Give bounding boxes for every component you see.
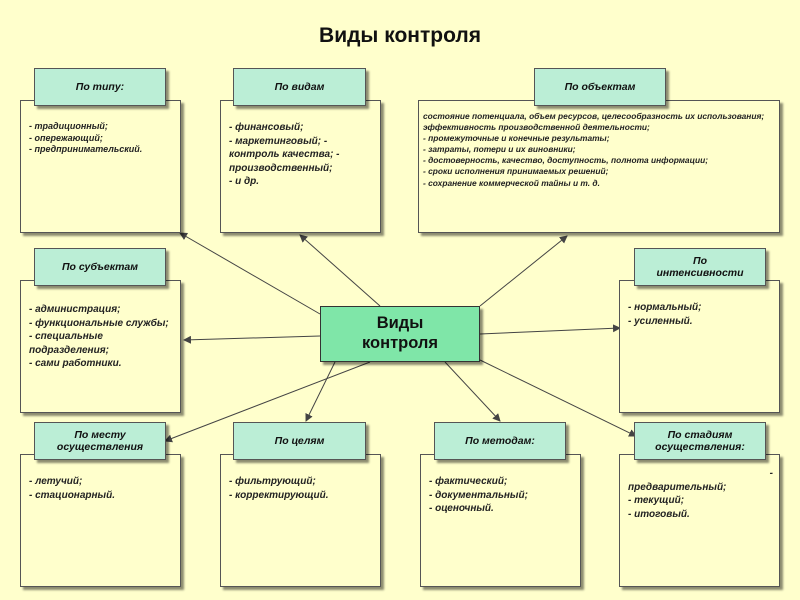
box-place: - летучий; - стационарный. bbox=[20, 454, 181, 587]
list-stages: - предварительный; - текущий; - итоговый. bbox=[628, 467, 773, 521]
list-item: - bbox=[769, 468, 773, 479]
list-item: - и др. bbox=[229, 176, 260, 187]
box-intensity: - нормальный; - усиленный. bbox=[619, 280, 780, 413]
page-title: Виды контроля bbox=[319, 24, 481, 47]
box-stages: - предварительный; - текущий; - итоговый. bbox=[619, 454, 780, 587]
list-item: - усиленный. bbox=[628, 315, 693, 327]
list-item: - текущий; bbox=[628, 495, 685, 506]
list-place: - летучий; - стационарный. bbox=[29, 475, 174, 502]
list-subjects: - администрация; - функциональные службы;… bbox=[29, 303, 174, 371]
list-item: - финансовый; bbox=[229, 122, 304, 133]
arrow-objects bbox=[479, 235, 568, 307]
arrow-methods bbox=[444, 361, 501, 422]
list-item: - традиционный; bbox=[29, 121, 108, 131]
tab-goals: По целям bbox=[233, 422, 366, 460]
list-item: - фильтрующий; bbox=[229, 476, 316, 487]
arrow-intensity bbox=[479, 324, 621, 335]
tab-stages-label: По стадиям осуществления: bbox=[655, 428, 745, 453]
list-item: - оценочный. bbox=[429, 503, 494, 514]
list-item: - опережающий; bbox=[29, 132, 103, 143]
tab-type: По типу: bbox=[34, 68, 166, 106]
list-type: - традиционный;- опережающий;- предприни… bbox=[29, 121, 174, 156]
list-item: - специальные подразделения; bbox=[29, 331, 109, 356]
list-item: контроль качества; - bbox=[229, 149, 340, 160]
arrow-goals bbox=[305, 361, 336, 422]
box-kinds: - финансовый; - маркетинговый; - контроль … bbox=[220, 100, 381, 233]
tab-place: По месту осуществления bbox=[34, 422, 166, 460]
list-objects: состояние потенциала, объем ресурсов, це… bbox=[423, 111, 775, 189]
tab-place-label: По месту осуществления bbox=[56, 428, 144, 453]
arrow-subjects bbox=[183, 335, 321, 344]
list-item: - летучий; bbox=[29, 476, 83, 487]
arrow-kinds bbox=[299, 234, 381, 307]
list-item: - сами работники. bbox=[29, 358, 122, 369]
list-item: производственный; bbox=[229, 162, 333, 174]
list-item: - документальный; bbox=[429, 489, 528, 501]
list-item: - маркетинговый; - bbox=[229, 135, 328, 147]
tab-kinds: По видам bbox=[233, 68, 366, 106]
list-item: - предпринимательский. bbox=[29, 144, 143, 155]
tab-objects: По объектам bbox=[534, 68, 666, 106]
center-label: Виды контроля bbox=[361, 314, 439, 352]
list-item: - стационарный. bbox=[29, 489, 115, 501]
box-goals: - фильтрующий; - корректирующий. bbox=[220, 454, 381, 587]
list-item: эффективность производственной деятельно… bbox=[423, 122, 650, 133]
arrow-place bbox=[164, 361, 371, 443]
list-item: - функциональные службы; bbox=[29, 317, 169, 329]
list-item: - сохранение коммерческой тайны и т. д. bbox=[423, 177, 600, 188]
list-item: - сроки исполнения принимаемых решений; bbox=[423, 166, 609, 177]
list-goals: - фильтрующий; - корректирующий. bbox=[229, 475, 374, 502]
center-node: Виды контроля bbox=[320, 306, 480, 362]
list-item: - нормальный; bbox=[628, 302, 702, 313]
list-item: - достоверность, качество, доступность, … bbox=[423, 155, 709, 166]
list-item: предварительный; bbox=[628, 481, 727, 493]
list-intensity: - нормальный; - усиленный. bbox=[628, 301, 773, 328]
list-item: - фактический; bbox=[429, 476, 508, 487]
list-methods: - фактический; - документальный; - оценочн… bbox=[429, 475, 574, 516]
box-type: - традиционный;- опережающий;- предприни… bbox=[20, 100, 181, 233]
list-item: - итоговый. bbox=[628, 508, 690, 520]
box-subjects: - администрация; - функциональные службы;… bbox=[20, 280, 181, 413]
list-item: - затраты, потери и их виновники; bbox=[423, 144, 576, 155]
list-kinds: - финансовый; - маркетинговый; - контроль … bbox=[229, 121, 374, 189]
box-methods: - фактический; - документальный; - оценочн… bbox=[420, 454, 581, 587]
list-item: - корректирующий. bbox=[229, 489, 329, 501]
list-item: - промежуточные и конечные результаты; bbox=[423, 133, 610, 144]
tab-intensity: По интенсивности bbox=[634, 248, 766, 286]
arrow-stages bbox=[479, 359, 637, 437]
arrow-type bbox=[179, 232, 321, 315]
tab-subjects: По субъектам bbox=[34, 248, 166, 286]
list-item: состояние потенциала, объем ресурсов, це… bbox=[423, 111, 765, 121]
list-item: - администрация; bbox=[29, 304, 121, 315]
tab-stages: По стадиям осуществления: bbox=[634, 422, 766, 460]
box-objects: состояние потенциала, объем ресурсов, це… bbox=[418, 100, 780, 233]
tab-intensity-label: По интенсивности bbox=[656, 254, 744, 279]
tab-methods: По методам: bbox=[434, 422, 566, 460]
